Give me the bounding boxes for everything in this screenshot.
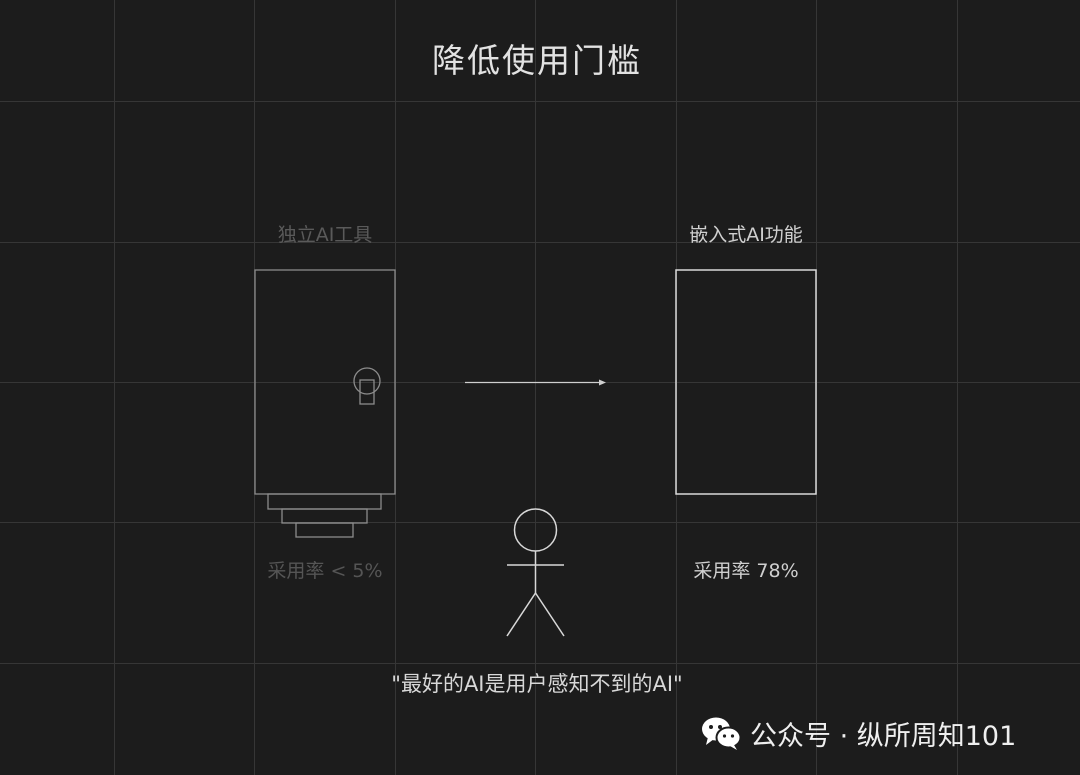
embedded-adoption-rate: 采用率 78% [693,560,799,582]
step-1 [267,493,382,510]
entry-steps [267,493,382,538]
user-right-leg [534,592,565,637]
embedded-feature-panel [675,269,817,495]
standalone-tool-label: 独立AI工具 [277,224,373,246]
transition-arrow [465,379,606,386]
door-lock-body [359,379,375,405]
user-stick-figure [506,508,565,637]
wechat-icon [702,717,742,750]
watermark-text: 公众号 · 纵所周知101 [750,720,1017,752]
door-lock-icon [353,367,381,395]
diagram-title: 降低使用门槛 [432,41,642,80]
user-left-leg [506,592,537,637]
quote-text: "最好的AI是用户感知不到的AI" [391,672,683,696]
watermark: 公众号 · 纵所周知101 [700,713,1016,753]
step-2 [281,508,368,524]
embedded-feature-label: 嵌入式AI功能 [689,224,803,246]
standalone-adoption-rate: 采用率 < 5% [267,560,383,582]
step-3 [295,522,354,538]
